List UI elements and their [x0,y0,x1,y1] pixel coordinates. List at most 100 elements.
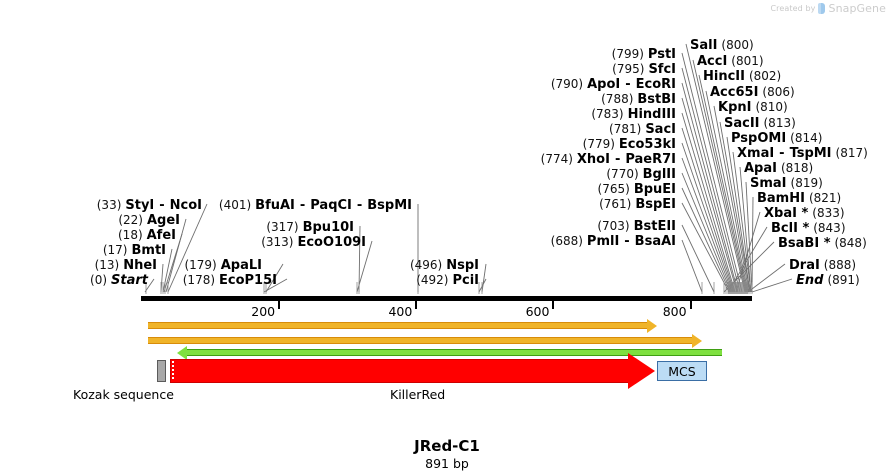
site-position: (783) [591,107,624,121]
enzyme-label-hindiii[interactable]: (783) HindIII [0,108,676,121]
enzyme-label-xmai-tspmi[interactable]: XmaI - TspMI (817) [737,146,868,161]
enzyme-label-ecoo109i[interactable]: (313) EcoO109I [0,236,366,249]
enzyme-label-apali[interactable]: (179) ApaLI [0,259,262,272]
orange-track-1 [148,319,657,333]
ruler-tick-600 [552,301,555,309]
site-position: (0) [90,273,108,287]
enzyme-name: Eco53kI [618,137,676,152]
enzyme-label-ecop15i[interactable]: (178) EcoP15I [0,274,277,287]
enzyme-name: ApaLI [220,258,262,273]
site-position: (22) [118,213,143,227]
enzyme-label-bmti[interactable]: (17) BmtI [0,244,166,257]
feature-mcs-label: MCS [668,363,696,379]
site-position: (891) [827,273,860,287]
enzyme-label-styi-ncoi[interactable]: (33) StyI - NcoI [96,198,202,213]
enzyme-label-bpu10i[interactable]: (317) Bpu10I [0,221,354,234]
enzyme-name: SacII [724,116,760,131]
site-position: (817) [835,146,868,160]
site-position: (806) [762,85,795,99]
enzyme-name: BstEII [633,219,676,234]
enzyme-label-acci[interactable]: AccI (801) [697,55,764,68]
enzyme-label-bamhi[interactable]: BamHI (821) [757,192,841,205]
enzyme-name: PspOMI [731,131,787,146]
site-position: (833) [812,206,845,220]
enzyme-label-xhoi-paer7i[interactable]: (774) XhoI - PaeR7I [540,152,676,167]
site-position: (848) [834,236,867,250]
enzyme-label-drai[interactable]: DraI (888) [789,259,856,272]
page-title: JRed-C1 [414,437,480,455]
enzyme-label-bcli[interactable]: BclI * (843) [771,222,846,235]
enzyme-label-nspi[interactable]: (496) NspI [0,259,479,272]
enzyme-label-start[interactable]: (0) Start [0,274,148,287]
enzyme-name: BmtI [131,243,166,258]
site-position: (779) [582,137,615,151]
enzyme-name: BglII [642,167,676,182]
feature-kozak-sequence[interactable] [157,360,166,382]
arrow-head-icon [647,319,657,333]
enzyme-name: BclI [771,221,798,236]
enzyme-label-end[interactable]: End (891) [796,274,860,287]
enzyme-label-acc65i[interactable]: Acc65I (806) [710,86,795,99]
enzyme-name: ApoI [587,77,621,92]
site-position: (17) [102,243,128,257]
enzyme-label-pspomi[interactable]: PspOMI (814) [731,132,822,145]
enzyme-label-apoi-ecori[interactable]: (790) ApoI - EcoRI [550,77,676,92]
site-position: (688) [550,234,583,248]
enzyme-name: HincII [703,69,745,84]
enzyme-label-agei[interactable]: (22) AgeI [0,214,180,227]
ruler-tick-label-400: 400 [388,304,413,319]
enzyme-label-pmli-bsaai[interactable]: (688) PmlI - BsaAI [550,234,676,249]
site-position: (888) [823,258,857,272]
site-position: (496) [409,258,443,272]
site-position: (799) [611,47,644,61]
enzyme-label-psti[interactable]: (799) PstI [0,48,676,61]
enzyme-label-kpni[interactable]: KpnI (810) [718,101,788,114]
site-position: (818) [780,161,814,175]
site-position: (178) [182,273,216,287]
enzyme-name: SacI [645,122,676,137]
enzyme-label-apai[interactable]: ApaI (818) [744,162,813,175]
feature-mcs[interactable]: MCS [657,361,707,381]
site-position: (33) [96,198,122,212]
watermark-brand: SnapGene [828,2,886,15]
enzyme-name: NspI [446,258,479,273]
enzyme-label-xbai[interactable]: XbaI * (833) [764,207,845,220]
site-position: (802) [748,69,782,83]
enzyme-name: NheI [123,258,157,273]
enzyme-label-pcii[interactable]: (492) PciI [0,274,479,287]
sequence-length-label: 891 bp [425,456,469,471]
enzyme-label-afei[interactable]: (18) AfeI [0,229,176,242]
enzyme-label-bglii[interactable]: (770) BglII [0,168,676,181]
caption-killerred: KillerRed [390,387,446,402]
star-marker-icon: * [797,221,810,236]
enzyme-name: BsaAI [634,234,676,249]
enzyme-label-sali[interactable]: SalI (800) [690,39,754,52]
ruler-tick-label-200: 200 [251,304,276,319]
enzyme-name: EcoRI [635,77,676,92]
sequence-backbone-line [141,296,752,302]
enzyme-label-saci[interactable]: (781) SacI [0,123,676,136]
feature-killerred[interactable] [170,353,655,389]
enzyme-name: SfcI [648,62,676,77]
feature-killerred-body [170,359,632,383]
enzyme-label-bpuei[interactable]: (765) BpuEI [0,183,676,196]
enzyme-label-nhei[interactable]: (13) NheI [0,259,157,272]
site-position: (843) [813,221,846,235]
enzyme-label-bstbi[interactable]: (788) BstBI [0,93,676,106]
enzyme-label-eco53ki[interactable]: (779) Eco53kI [0,138,676,151]
watermark-prefix: Created by [770,4,816,13]
enzyme-label-bsabi[interactable]: BsaBI * (848) [778,237,867,250]
enzyme-label-smai[interactable]: SmaI (819) [750,177,823,190]
site-position: (703) [597,219,630,233]
enzyme-label-sacii[interactable]: SacII (813) [724,117,796,130]
enzyme-label-hincii[interactable]: HincII (802) [703,70,781,83]
enzyme-label-bfuai-paqci-bspmi[interactable]: (401) BfuAI - PaqCI - BspMI [218,198,412,213]
enzyme-label-bspei[interactable]: (761) BspEI [0,198,676,211]
enzyme-label-sfci[interactable]: (795) SfcI [0,63,676,76]
enzyme-name: AgeI [146,213,180,228]
arrow-head-icon [692,334,702,348]
enzyme-label-bsteii[interactable]: (703) BstEII [0,220,676,233]
site-position: (761) [599,197,632,211]
